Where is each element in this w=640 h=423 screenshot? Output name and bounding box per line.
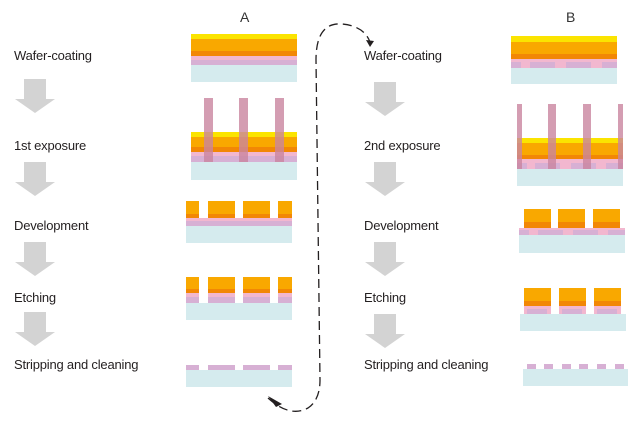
a-step-arrow-1 [15,79,55,115]
hardmask-line [243,365,270,370]
hardmask-line [208,365,235,370]
pink-layer [519,228,625,235]
hardmask-line [186,365,199,370]
hardmask-lines [519,230,625,235]
etched-blocks [524,288,621,314]
orange-dark-layer [511,54,617,59]
b-stripping-stack [523,364,628,386]
hardmask-line [527,364,536,369]
hardmask-line [615,364,624,369]
hardmask-line [579,364,588,369]
b-step-stripping: Stripping and cleaning [364,357,489,372]
pink-layer [511,59,617,68]
substrate [523,369,628,386]
b-wafer-coating-stack [511,36,617,84]
a-step-stripping: Stripping and cleaning [14,357,139,372]
a-step-1st-exposure: 1st exposure [14,138,87,153]
substrate [520,314,626,331]
substrate [519,235,625,253]
column-a-title: A [240,9,250,25]
flow-arrowhead-bottom [268,396,282,407]
pink-layer [517,159,623,169]
flow-arrowhead-top [366,40,374,47]
substrate [511,68,617,84]
exposure-beam [275,98,284,162]
resist-blocks [524,209,620,228]
resist-blocks [186,201,292,218]
a-1st-exposure-stack [191,98,297,180]
a-step-etching: Etching [14,290,56,305]
hardmask-line [278,365,292,370]
b-step-arrow-1 [365,82,405,118]
hardmask-layer [186,221,292,226]
a-step-arrow-3 [15,242,55,278]
substrate [191,162,297,180]
dashed-flow-arrow [267,23,371,412]
substrate [186,226,292,243]
hardmask-line [562,364,571,369]
b-step-arrow-2 [365,162,405,198]
a-stripping-stack [186,365,292,387]
a-step-wafer-coating: Wafer-coating [14,48,92,63]
column-b-title: B [566,9,576,25]
substrate [191,65,297,82]
b-step-arrow-3 [365,242,405,278]
a-wafer-coating-stack [191,34,297,82]
b-step-development: Development [364,218,439,233]
orange-dark-layer [191,51,297,56]
yellow-layer [191,34,297,39]
a-etching-stack [186,277,292,320]
exposure-beam [239,98,248,162]
a-step-arrow-2 [15,162,55,198]
substrate [186,303,292,320]
substrate [186,370,292,387]
exposure-beam [204,98,213,162]
exposure-beam [517,104,522,169]
exposure-beam [548,104,556,169]
pink-layer [186,218,292,221]
b-step-etching: Etching [364,290,406,305]
hardmask-layer [191,60,297,65]
yellow-layer [517,138,623,143]
b-step-arrow-4 [365,314,405,350]
a-step-arrow-4 [15,312,55,348]
hardmask-line [544,364,553,369]
orange-layer [517,143,623,155]
hardmask-line [597,364,606,369]
exposure-beam [618,104,623,169]
hardmask-lines [511,62,617,68]
etched-blocks [186,277,292,303]
b-step-wafer-coating: Wafer-coating [364,48,442,63]
b-etching-stack [520,288,626,331]
orange-layer [191,39,297,51]
b-development-stack [519,209,625,253]
yellow-layer [511,36,617,42]
orange-layer [511,42,617,54]
substrate [517,169,623,186]
pink-layer [191,56,297,60]
b-2nd-exposure-stack [517,104,623,186]
exposure-beam [583,104,591,169]
a-development-stack [186,201,292,243]
b-step-2nd-exposure: 2nd exposure [364,138,441,153]
orange-dark-layer [517,155,623,159]
a-step-development: Development [14,218,89,233]
